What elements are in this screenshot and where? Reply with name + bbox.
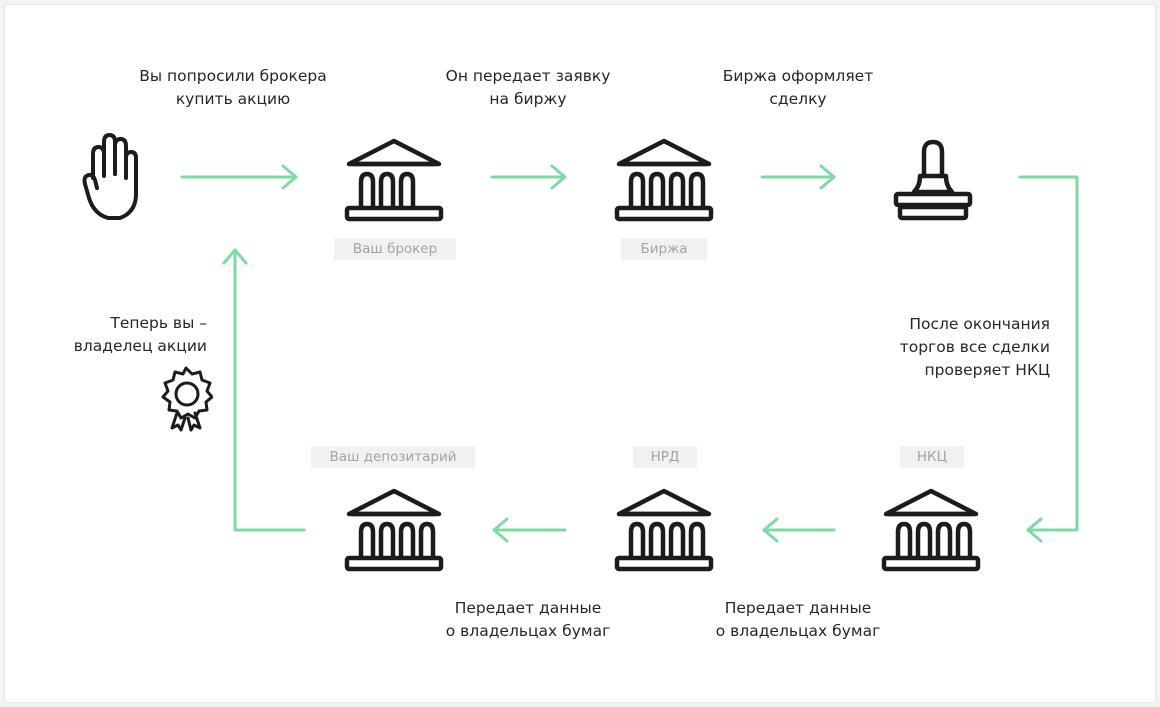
step-nkc-check-line3: проверяет НКЦ [924,361,1050,379]
badge-broker: Ваш брокер [334,238,456,260]
step-owner-line2: владелец акции [73,337,207,355]
step-ask-broker: Вы попросили брокера купить акцию [98,65,368,111]
step-exchange-deal-line2: сделку [769,90,827,108]
bank-building-icon [344,138,444,222]
step-nkc-check-line2: торгов все сделки [899,338,1050,356]
step-exchange-deal: Биржа оформляет сделку [688,65,908,111]
step-nkc-check: После окончания торгов все сделки провер… [850,313,1050,382]
step-ask-broker-line1: Вы попросили брокера [139,67,327,85]
arrow-nrd-to-depository [492,517,567,543]
arrow-exchange-to-stamp [760,164,836,190]
step-pass-data-nkc: Передает данные о владельцах бумаг [688,597,908,643]
bank-building-icon [614,138,714,222]
badge-nkc: НКЦ [900,446,964,468]
step-pass-data-nkc-line1: Передает данные [724,599,872,617]
ownership-seal-icon [161,366,213,432]
bank-building-icon [881,488,981,572]
bank-building-icon [614,488,714,572]
step-send-to-exchange-line1: Он передает заявку [445,67,611,85]
badge-nrd: НРД [633,446,697,468]
step-send-to-exchange-line2: на биржу [489,90,567,108]
badge-exchange: Биржа [621,238,707,260]
step-owner-line1: Теперь вы – [110,314,207,332]
step-ask-broker-line2: купить акцию [175,90,291,108]
arrow-broker-to-exchange [490,164,567,190]
hand-icon [82,133,138,220]
bank-building-icon [344,488,444,572]
step-pass-data-nkc-line2: о владельцах бумаг [715,622,881,640]
step-send-to-exchange: Он передает заявку на биржу [408,65,648,111]
stamp-icon [893,139,973,221]
step-nkc-check-line1: После окончания [909,315,1050,333]
arrow-depository-to-broker [222,248,306,532]
arrow-hand-to-broker [180,164,298,190]
arrow-stamp-to-nkc [1018,175,1079,543]
step-owner: Теперь вы – владелец акции [40,312,207,358]
arrow-nkc-to-nrd [762,517,836,543]
step-pass-data-nrd-line1: Передает данные [454,599,602,617]
diagram-card [4,4,1156,703]
step-pass-data-nrd: Передает данные о владельцах бумаг [418,597,638,643]
step-pass-data-nrd-line2: о владельцах бумаг [445,622,611,640]
badge-depository: Ваш депозитарий [311,446,475,468]
step-exchange-deal-line1: Биржа оформляет [722,67,874,85]
